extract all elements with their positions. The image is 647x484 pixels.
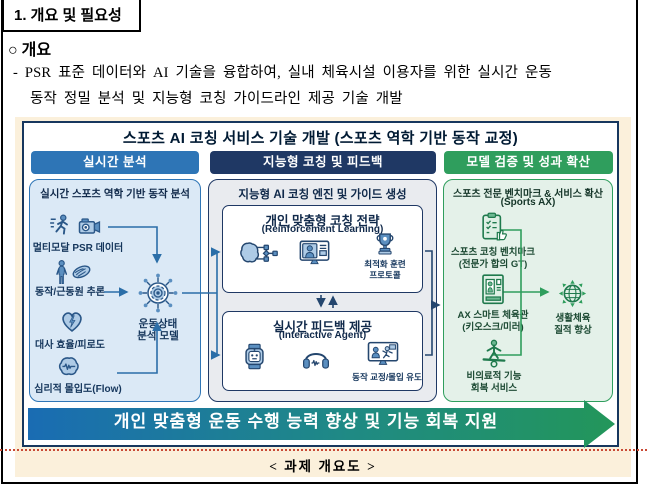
- right-panel-title: 스포츠 전문 벤치마크 & 서비스 확산: [453, 189, 603, 200]
- box2-title: 실시간 피드백 제공: [273, 320, 372, 334]
- smartwatch-robot-icon: [241, 342, 268, 371]
- left-item-label-psychological-flow: 심리적 몰입도(Flow): [34, 384, 122, 395]
- kiosk-icon: [478, 272, 508, 307]
- box2-subtitle: (Interactive Agent): [278, 330, 367, 341]
- brain-wave-icon: [54, 353, 86, 381]
- headphones-audio-icon: [300, 345, 332, 372]
- box2-icon-caption: 동작 교정/몰입 유도: [352, 372, 422, 382]
- right-item-label-recovery-service: 비의료적 기능 회복 서비스: [466, 371, 522, 394]
- body-muscle-icon: [52, 259, 104, 287]
- runner-camera-icon: [48, 213, 106, 243]
- column-header-model-validation: 모델 검증 및 성과 확산: [444, 151, 613, 174]
- figure-caption: < 과제 개요도 >: [269, 459, 377, 474]
- left-item-label-multimodal-psr: 멀티모달 PSR 데이터: [32, 243, 124, 254]
- bottom-outcome-arrow: [28, 400, 615, 448]
- left-item-label-metabolic-fatigue: 대사 효율/피로도: [35, 340, 105, 351]
- left-panel-title: 실시간 스포츠 역학 기반 동작 분석: [40, 188, 190, 200]
- bottom-arrow-text: 개인 맞춤형 운동 수행 능력 향상 및 기능 회복 지원: [113, 412, 499, 431]
- right-item-label-benchmark: 스포츠 코칭 벤치마크 (전문가 합의 GT): [451, 247, 535, 270]
- hub-label: 운동상태 분석 모델: [137, 318, 179, 343]
- dotted-divider: [0, 449, 647, 451]
- overview-bullet-line1: - PSR 표준 데이터와 AI 기술을 융합하여, 실내 체육시설 이용자를 …: [13, 65, 553, 81]
- overview-heading: ○ 개요: [8, 42, 52, 59]
- trophy-icon: [371, 230, 399, 258]
- box1-subtitle: (Reinforcement Learning): [261, 224, 384, 235]
- coach-monitor-icon: [298, 238, 331, 267]
- motion-screen-icon: [366, 339, 400, 368]
- balance-board-icon: [477, 338, 511, 369]
- brain-decision-tree-icon: [237, 239, 281, 268]
- column-header-intelligent-coaching: 지능형 코칭 및 피드백: [210, 151, 436, 174]
- overview-bullet-line2: 동작 정밀 분석 및 지능형 코칭 가이드라인 제공 기술 개발: [30, 91, 403, 107]
- column-header-realtime-analysis: 실시간 분석: [31, 151, 199, 174]
- outcome-label: 생활체육 질적 향상: [554, 313, 592, 336]
- box1-icon-caption: 최적화 훈련 프로토콜: [364, 259, 406, 280]
- section-title: 1. 개요 및 필요성: [14, 7, 122, 24]
- panel-benchmark-expansion: [443, 179, 613, 402]
- box1-title: 개인 맞춤형 코칭 전략: [265, 214, 380, 228]
- section-title-box: 1. 개요 및 필요성: [2, 0, 141, 32]
- analysis-model-hub-icon: [134, 269, 182, 317]
- clipboard-check-icon: [477, 211, 509, 243]
- left-item-label-motion-inference: 동작/근동원 추론: [35, 287, 105, 298]
- middle-panel-title: 지능형 AI 코칭 엔진 및 가이드 생성: [238, 189, 407, 201]
- heart-bolt-icon: [58, 306, 86, 336]
- diagram-title: 스포츠 AI 코칭 서비스 기술 개발 (스포츠 역학 기반 동작 교정): [122, 130, 519, 147]
- right-item-label-smart-gym: AX 스마트 체육관 (키오스크/미러): [457, 310, 529, 333]
- globe-expansion-icon: [554, 275, 591, 312]
- panel-realtime-analysis: [29, 179, 201, 402]
- right-panel-subtitle: (Sports AX): [500, 197, 556, 208]
